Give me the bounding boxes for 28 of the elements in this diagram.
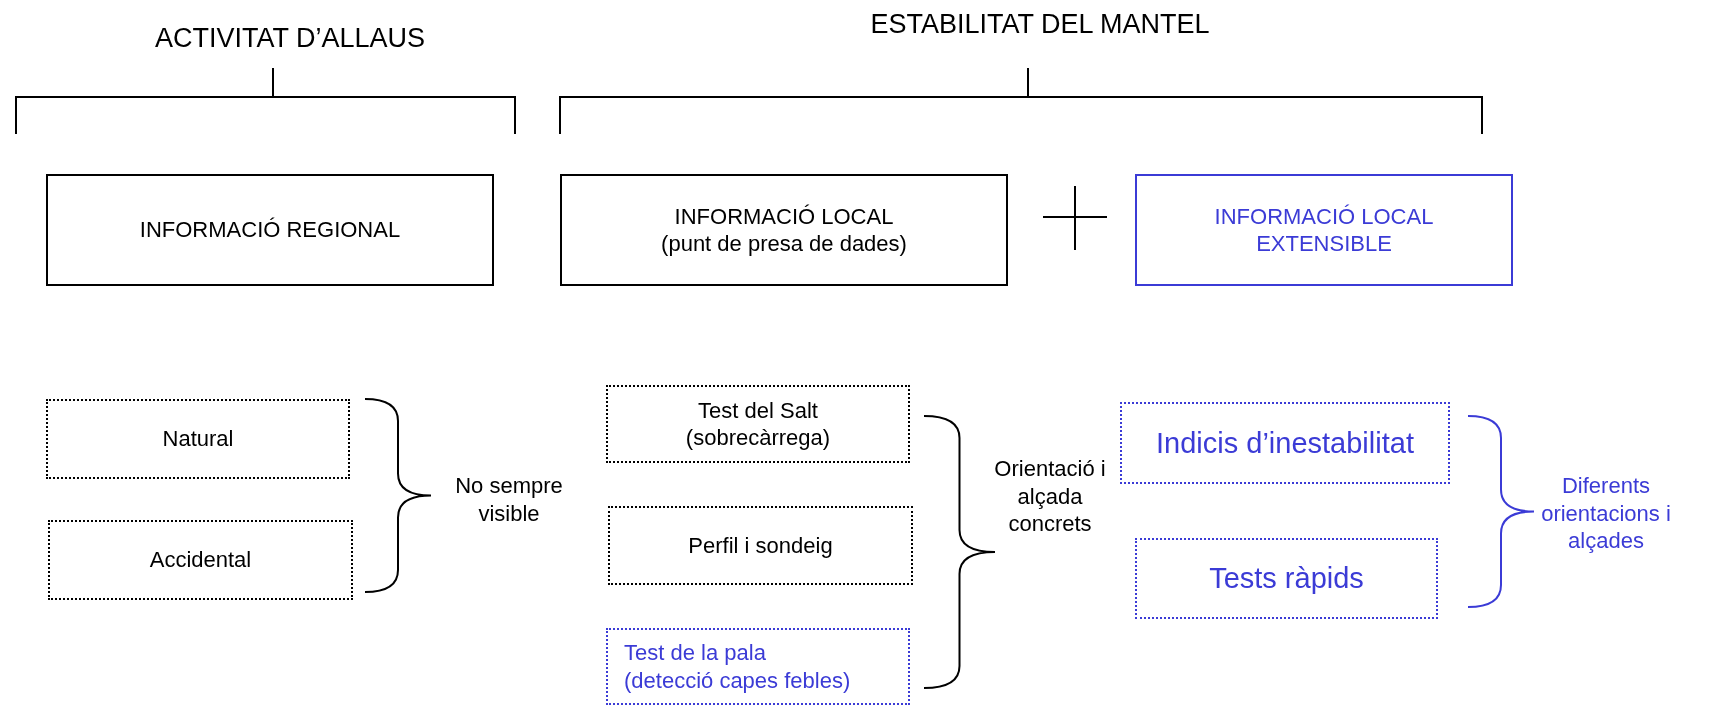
brace-label: No sempre visible [454,472,564,527]
box-text: Indicis d’inestabilitat [1156,425,1414,461]
method-box [46,399,350,479]
section-title: ACTIVITAT D’ALLAUS [153,22,427,55]
method-box [608,506,913,585]
info-box [560,174,1008,286]
method-box [48,520,353,600]
method-box [606,385,910,463]
box-text: Perfil i sondeig [688,531,833,560]
box-text: INFORMACIÓ LOCAL EXTENSIBLE [1213,202,1435,258]
box-text: Natural [162,425,234,453]
info-box [1135,174,1513,286]
box-text: Tests ràpids [1209,561,1364,597]
box-text: Test de la pala [624,639,766,667]
box-text: Accidental [149,546,252,574]
box-text: (punt de presa de dades) [661,230,907,258]
method-box [1135,538,1438,619]
brace-label: Orientació i alçada concrets [993,455,1107,538]
method-box [1120,402,1450,484]
info-box [46,174,494,286]
box-text: (detecció capes febles) [624,666,851,694]
brace-label: Diferents orientacions i alçades [1540,472,1672,555]
box-text: INFORMACIÓ LOCAL [674,202,894,230]
method-box [606,628,910,705]
box-text: Test del Salt [698,396,818,424]
section-title: ESTABILITAT DEL MANTEL [869,8,1211,41]
box-text: (sobrecàrrega) [685,424,831,452]
box-text: INFORMACIÓ REGIONAL [139,216,401,244]
